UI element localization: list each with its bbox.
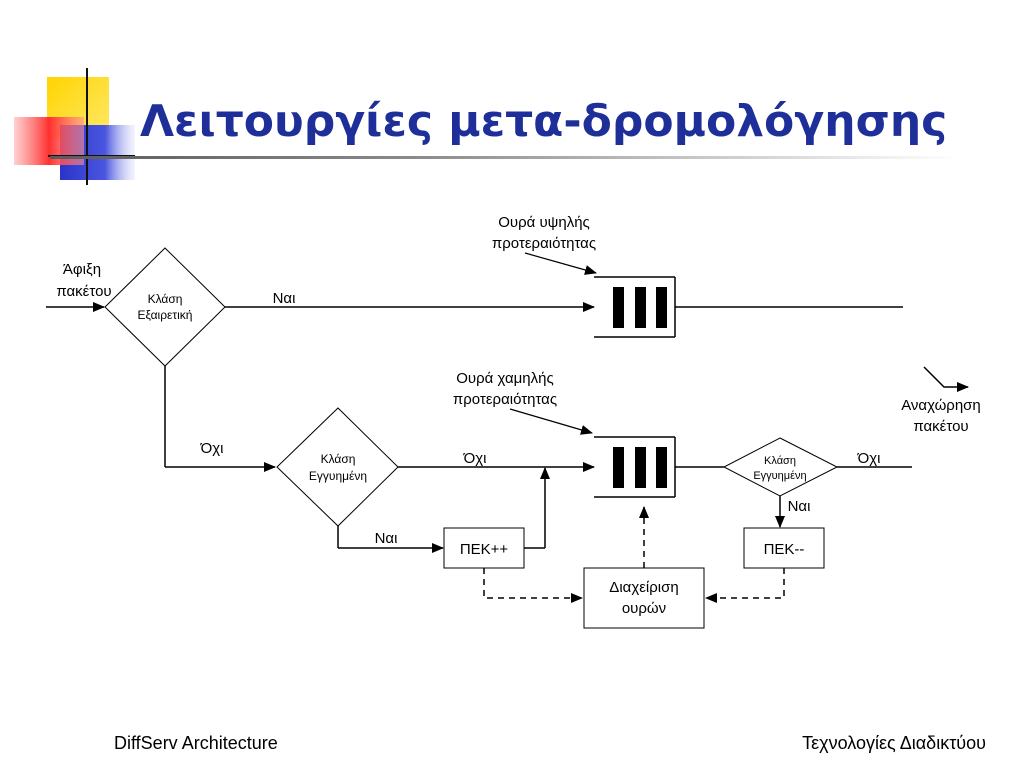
- no-label-assured-1: Όχι: [463, 450, 487, 467]
- dashed-counter-inc-to-mgmt: [483, 568, 583, 603]
- footer-right: Τεχνολογίες Διαδικτύου: [802, 733, 986, 753]
- decision-expedited-line2: Εξαιρετική: [138, 308, 193, 322]
- queue-management-line1: Διαχείριση: [609, 579, 678, 596]
- departure-label-line2: πακέτου: [913, 418, 968, 435]
- counter-decrement-label: ΠΕΚ--: [764, 541, 805, 558]
- decision-assured-2-line1: Κλάση: [764, 455, 796, 467]
- counter-decrement-box: [743, 527, 825, 569]
- high-queue-label-line2: προτεραιότητας: [492, 235, 596, 252]
- low-queue-label-line1: Ουρά χαμηλής: [456, 370, 553, 387]
- decision-expedited-diamond: [104, 247, 226, 367]
- slide-title: Λειτουργίες μετα-δρομολόγησης: [140, 96, 948, 147]
- departure-label-line1: Αναχώρηση: [901, 397, 981, 414]
- yes-label-expedited: Ναι: [273, 290, 296, 307]
- low-queue-label-line2: προτεραιότητας: [453, 391, 557, 408]
- low-priority-queue: [594, 436, 676, 498]
- decision-assured-1-line1: Κλάση: [321, 452, 356, 466]
- decision-expedited-line1: Κλάση: [148, 292, 183, 306]
- yes-label-assured-1: Ναι: [375, 530, 398, 547]
- footer-left: DiffServ Architecture: [114, 733, 278, 753]
- yes-label-assured-2: Ναι: [788, 498, 811, 515]
- queue-management-line2: ουρών: [622, 600, 666, 617]
- no-label-assured-2: Όχι: [857, 450, 881, 467]
- no-label-expedited: Όχι: [200, 440, 224, 457]
- departure-arrow: [923, 366, 969, 392]
- counter-increment-label: ΠΕΚ++: [460, 541, 509, 558]
- decision-assured-2-line2: Εγγυημένη: [753, 470, 806, 482]
- high-queue-label-line1: Ουρά υψηλής: [498, 214, 590, 231]
- decision-assured-2-diamond: [722, 437, 839, 497]
- low-queue-pointer: [509, 408, 593, 435]
- arrival-label-line2: πακέτου: [56, 283, 111, 300]
- queue-management-box: [583, 567, 705, 629]
- arrival-label-line1: Άφιξη: [63, 261, 101, 278]
- dashed-counter-dec-to-mgmt: [705, 568, 785, 603]
- decision-assured-1-line2: Εγγυημένη: [309, 469, 367, 483]
- high-queue-pointer: [524, 252, 597, 275]
- title-underline: [50, 156, 960, 159]
- slide-logo: [14, 68, 135, 185]
- decision-assured-1-diamond: [276, 407, 399, 527]
- high-priority-queue: [594, 276, 676, 338]
